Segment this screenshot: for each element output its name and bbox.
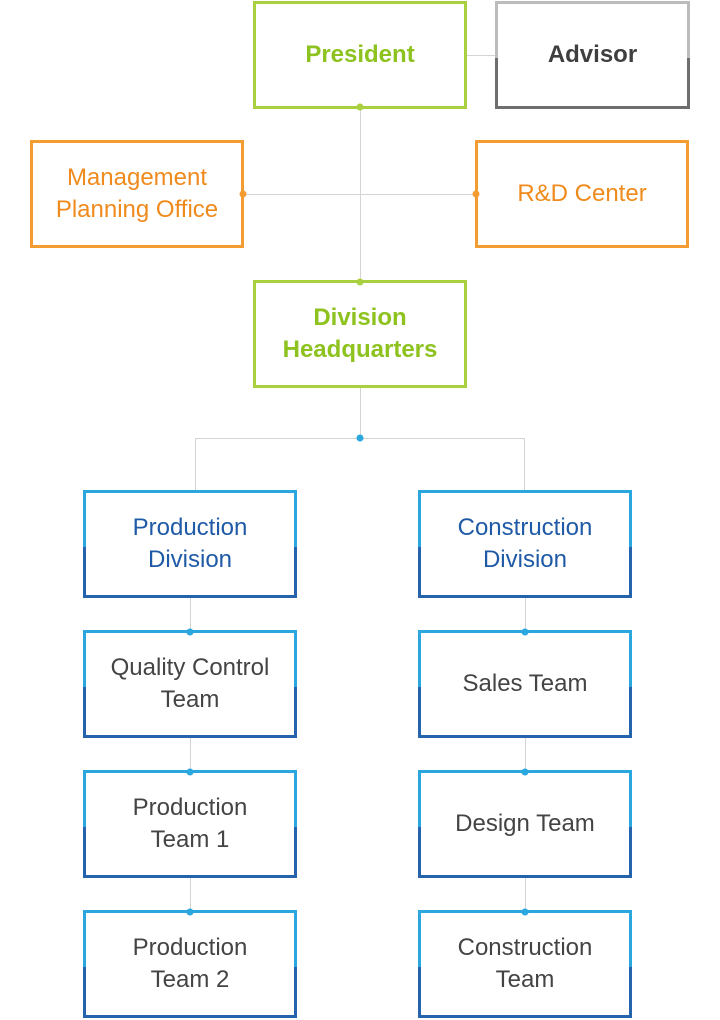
dot-production-1-top: [186, 768, 194, 776]
quality-control-team-label: Quality Control Team: [110, 654, 270, 713]
connector-construction-column: [525, 598, 526, 912]
connector-headquarters-down: [360, 388, 361, 439]
dot-headquarters-top: [356, 278, 364, 286]
connector-president-advisor: [466, 55, 496, 56]
management-planning-office-label: Management Planning Office: [55, 164, 219, 223]
construction-team-box: Construction Team: [418, 910, 632, 1018]
rd-center-box: R&D Center: [475, 140, 689, 248]
connector-branch-production: [195, 438, 196, 491]
rd-center-label: R&D Center: [517, 180, 647, 207]
quality-control-team-box: Quality Control Team: [83, 630, 297, 738]
connector-branch-construction: [524, 438, 525, 491]
sales-team-label: Sales Team: [462, 670, 588, 697]
dot-rd-left: [472, 190, 480, 198]
dot-president-bottom: [356, 103, 364, 111]
dot-design-top: [521, 768, 529, 776]
design-team-label: Design Team: [455, 810, 595, 837]
dot-quality-control-top: [186, 628, 194, 636]
president-label: President: [305, 41, 415, 68]
management-planning-office-box: Management Planning Office: [30, 140, 244, 248]
advisor-label: Advisor: [547, 41, 638, 68]
production-team-2-label: Production Team 2: [132, 934, 248, 993]
production-division-box: Production Division: [83, 490, 297, 598]
construction-division-label: Construction Division: [457, 514, 593, 573]
dot-management-right: [239, 190, 247, 198]
division-headquarters-label: Division Headquarters: [282, 304, 438, 363]
dot-division-branch: [356, 434, 364, 442]
design-team-box: Design Team: [418, 770, 632, 878]
production-team-2-box: Production Team 2: [83, 910, 297, 1018]
dot-production-2-top: [186, 908, 194, 916]
construction-division-box: Construction Division: [418, 490, 632, 598]
president-box: President: [253, 1, 467, 109]
sales-team-box: Sales Team: [418, 630, 632, 738]
production-division-label: Production Division: [132, 514, 248, 573]
dot-construction-team-top: [521, 908, 529, 916]
division-headquarters-box: Division Headquarters: [253, 280, 467, 388]
connector-staff-horizontal: [243, 194, 476, 195]
connector-production-column: [190, 598, 191, 912]
advisor-box: Advisor: [495, 1, 690, 109]
construction-team-label: Construction Team: [457, 934, 593, 993]
production-team-1-label: Production Team 1: [132, 794, 248, 853]
production-team-1-box: Production Team 1: [83, 770, 297, 878]
dot-sales-top: [521, 628, 529, 636]
